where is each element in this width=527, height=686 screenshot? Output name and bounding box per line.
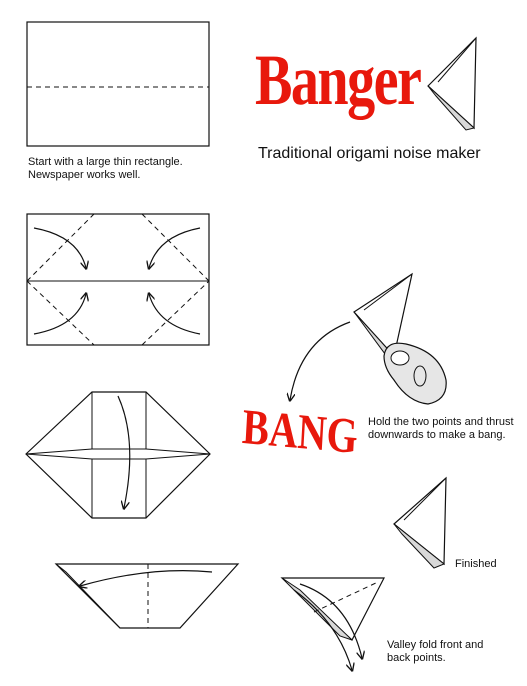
banger-icon — [427, 36, 477, 131]
hand-thrust — [290, 272, 447, 405]
finished-text: Finished — [455, 558, 497, 570]
step4-boat — [54, 563, 240, 629]
step2-corner-folds — [26, 213, 210, 346]
step3-diamond — [25, 391, 211, 519]
step1-text: Start with a large thin rectangle. Newsp… — [28, 156, 183, 181]
step5-valley-fold — [280, 577, 385, 670]
finished-banger — [393, 476, 447, 569]
hold-text: Hold the two points and thrust downwards… — [368, 416, 514, 441]
subtitle: Traditional origami noise maker — [258, 145, 481, 162]
title: Banger — [255, 40, 422, 120]
step1-rectangle — [26, 21, 210, 147]
valley-text: Valley fold front and back points. — [387, 639, 484, 664]
bang-label: BANG — [240, 398, 360, 464]
